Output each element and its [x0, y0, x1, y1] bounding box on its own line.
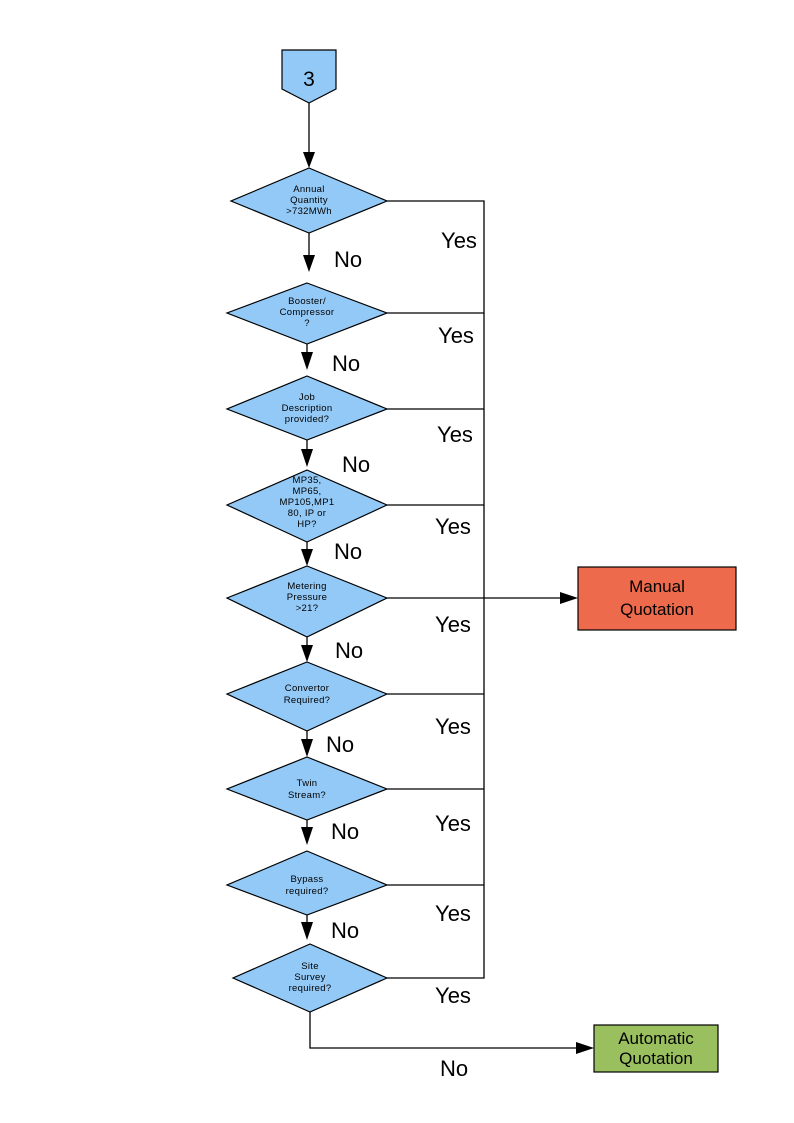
automatic-quotation-shape — [593, 1024, 719, 1073]
node-decision-booster-compressor[interactable]: Booster/ Compressor ? — [225, 282, 389, 345]
decision-convertor-line-1: Convertor — [285, 683, 329, 694]
manual-quotation-line-1: Manual — [629, 577, 685, 596]
decision-twin-stream-line-2: Stream? — [288, 790, 326, 801]
decision-job-description-line-2: Description — [282, 403, 333, 414]
decision-pressure-tier-line-5: HP? — [297, 519, 316, 530]
arrowhead-start-to-annual-quantity — [303, 152, 315, 168]
branch-label-yes-job-description: Yes — [437, 422, 473, 447]
arrowhead-no-job-description — [301, 449, 313, 467]
branch-label-no-convertor: No — [326, 732, 354, 757]
node-start-connector[interactable]: 3 — [281, 49, 337, 104]
branch-label-yes-metering-pressure: Yes — [435, 612, 471, 637]
branch-label-yes-twin-stream: Yes — [435, 811, 471, 836]
branch-label-yes-convertor: Yes — [435, 714, 471, 739]
decision-convertor-line-2: Required? — [284, 695, 331, 706]
node-decision-pressure-tier[interactable]: MP35, MP65, MP105,MP1 80, IP or HP? — [225, 469, 389, 543]
branch-label-no-site-survey: No — [440, 1056, 468, 1081]
automatic-quotation-line-2: Quotation — [619, 1049, 693, 1068]
arrowhead-no-bypass — [301, 922, 313, 940]
node-decision-job-description[interactable]: Job Description provided? — [225, 375, 389, 441]
decision-metering-pressure-line-2: Pressure — [287, 592, 327, 603]
decision-booster-line-2: Compressor — [280, 307, 335, 318]
decision-pressure-tier-line-1: MP35, — [293, 475, 322, 486]
decision-site-survey-shape — [231, 943, 389, 1013]
decision-pressure-tier-line-2: MP65, — [293, 486, 322, 497]
branch-label-no-pressure-tier: No — [334, 539, 362, 564]
arrowhead-manual-quotation — [560, 592, 578, 604]
manual-quotation-line-2: Quotation — [620, 600, 694, 619]
node-automatic-quotation[interactable]: Automatic Quotation — [593, 1024, 719, 1073]
node-decision-site-survey[interactable]: Site Survey required? — [231, 943, 389, 1013]
decision-metering-pressure-line-3: >21? — [296, 603, 319, 614]
node-manual-quotation[interactable]: Manual Quotation — [577, 566, 737, 631]
branch-label-yes-site-survey: Yes — [435, 983, 471, 1008]
node-decision-annual-quantity[interactable]: Annual Quantity >732MWh — [229, 167, 389, 234]
branch-label-yes-bypass: Yes — [435, 901, 471, 926]
decision-bypass-line-2: required? — [286, 886, 329, 897]
decision-annual-quantity-line-2: Quantity — [290, 195, 328, 206]
decision-bypass-required-shape — [225, 850, 389, 916]
edge-yes-site-survey — [387, 598, 485, 979]
decision-annual-quantity-line-3: >732MWh — [286, 206, 332, 217]
automatic-quotation-line-1: Automatic — [618, 1029, 694, 1048]
branch-label-no-bypass: No — [331, 918, 359, 943]
decision-metering-pressure-shape — [225, 565, 389, 638]
branch-label-no-job-description: No — [342, 452, 370, 477]
branch-label-no-metering-pressure: No — [335, 638, 363, 663]
node-decision-convertor-required[interactable]: Convertor Required? — [225, 661, 389, 732]
edge-no-site-survey-to-automatic — [309, 1012, 582, 1049]
arrowhead-no-annual-quantity — [303, 255, 315, 272]
decision-twin-stream-line-1: Twin — [297, 778, 318, 789]
decision-booster-line-1: Booster/ — [288, 296, 326, 307]
decision-annual-quantity-line-1: Annual — [293, 184, 324, 195]
decision-metering-pressure-line-1: Metering — [287, 581, 326, 592]
decision-twin-stream-shape — [225, 756, 389, 821]
start-connector-label: 3 — [303, 68, 315, 91]
branch-label-no-booster: No — [332, 351, 360, 376]
decision-bypass-line-1: Bypass — [291, 874, 324, 885]
node-decision-metering-pressure[interactable]: Metering Pressure >21? — [225, 565, 389, 638]
decision-pressure-tier-line-3: MP105,MP1 — [280, 497, 335, 508]
branch-label-yes-booster: Yes — [438, 323, 474, 348]
decision-site-survey-line-2: Survey — [294, 972, 325, 983]
decision-convertor-required-shape — [225, 661, 389, 732]
decision-job-description-line-1: Job — [299, 392, 315, 403]
branch-label-no-twin-stream: No — [331, 819, 359, 844]
branch-label-no-annual-quantity: No — [334, 247, 362, 272]
decision-pressure-tier-line-4: 80, IP or — [288, 508, 326, 519]
decision-booster-compressor-shape — [225, 282, 389, 345]
arrowhead-no-pressure-tier — [301, 549, 313, 566]
decision-booster-line-3: ? — [304, 318, 310, 329]
decision-site-survey-line-1: Site — [301, 961, 319, 972]
branch-label-yes-annual-quantity: Yes — [441, 228, 477, 253]
decision-job-description-line-3: provided? — [285, 414, 329, 425]
decision-pressure-tier-shape — [225, 469, 389, 543]
decision-site-survey-line-3: required? — [289, 983, 332, 994]
arrowhead-no-booster — [301, 352, 313, 370]
decision-annual-quantity-shape — [229, 167, 389, 234]
arrowhead-automatic-quotation — [576, 1042, 594, 1054]
arrowhead-no-twin-stream — [301, 827, 313, 845]
manual-quotation-shape — [577, 566, 737, 631]
edge-yes-annual-quantity — [387, 200, 485, 598]
start-connector-shape — [281, 49, 337, 104]
node-decision-bypass-required[interactable]: Bypass required? — [225, 850, 389, 916]
arrowhead-no-metering-pressure — [301, 645, 313, 662]
branch-label-yes-pressure-tier: Yes — [435, 514, 471, 539]
arrowhead-no-convertor — [301, 739, 313, 757]
node-decision-twin-stream[interactable]: Twin Stream? — [225, 756, 389, 821]
decision-job-description-shape — [225, 375, 389, 441]
